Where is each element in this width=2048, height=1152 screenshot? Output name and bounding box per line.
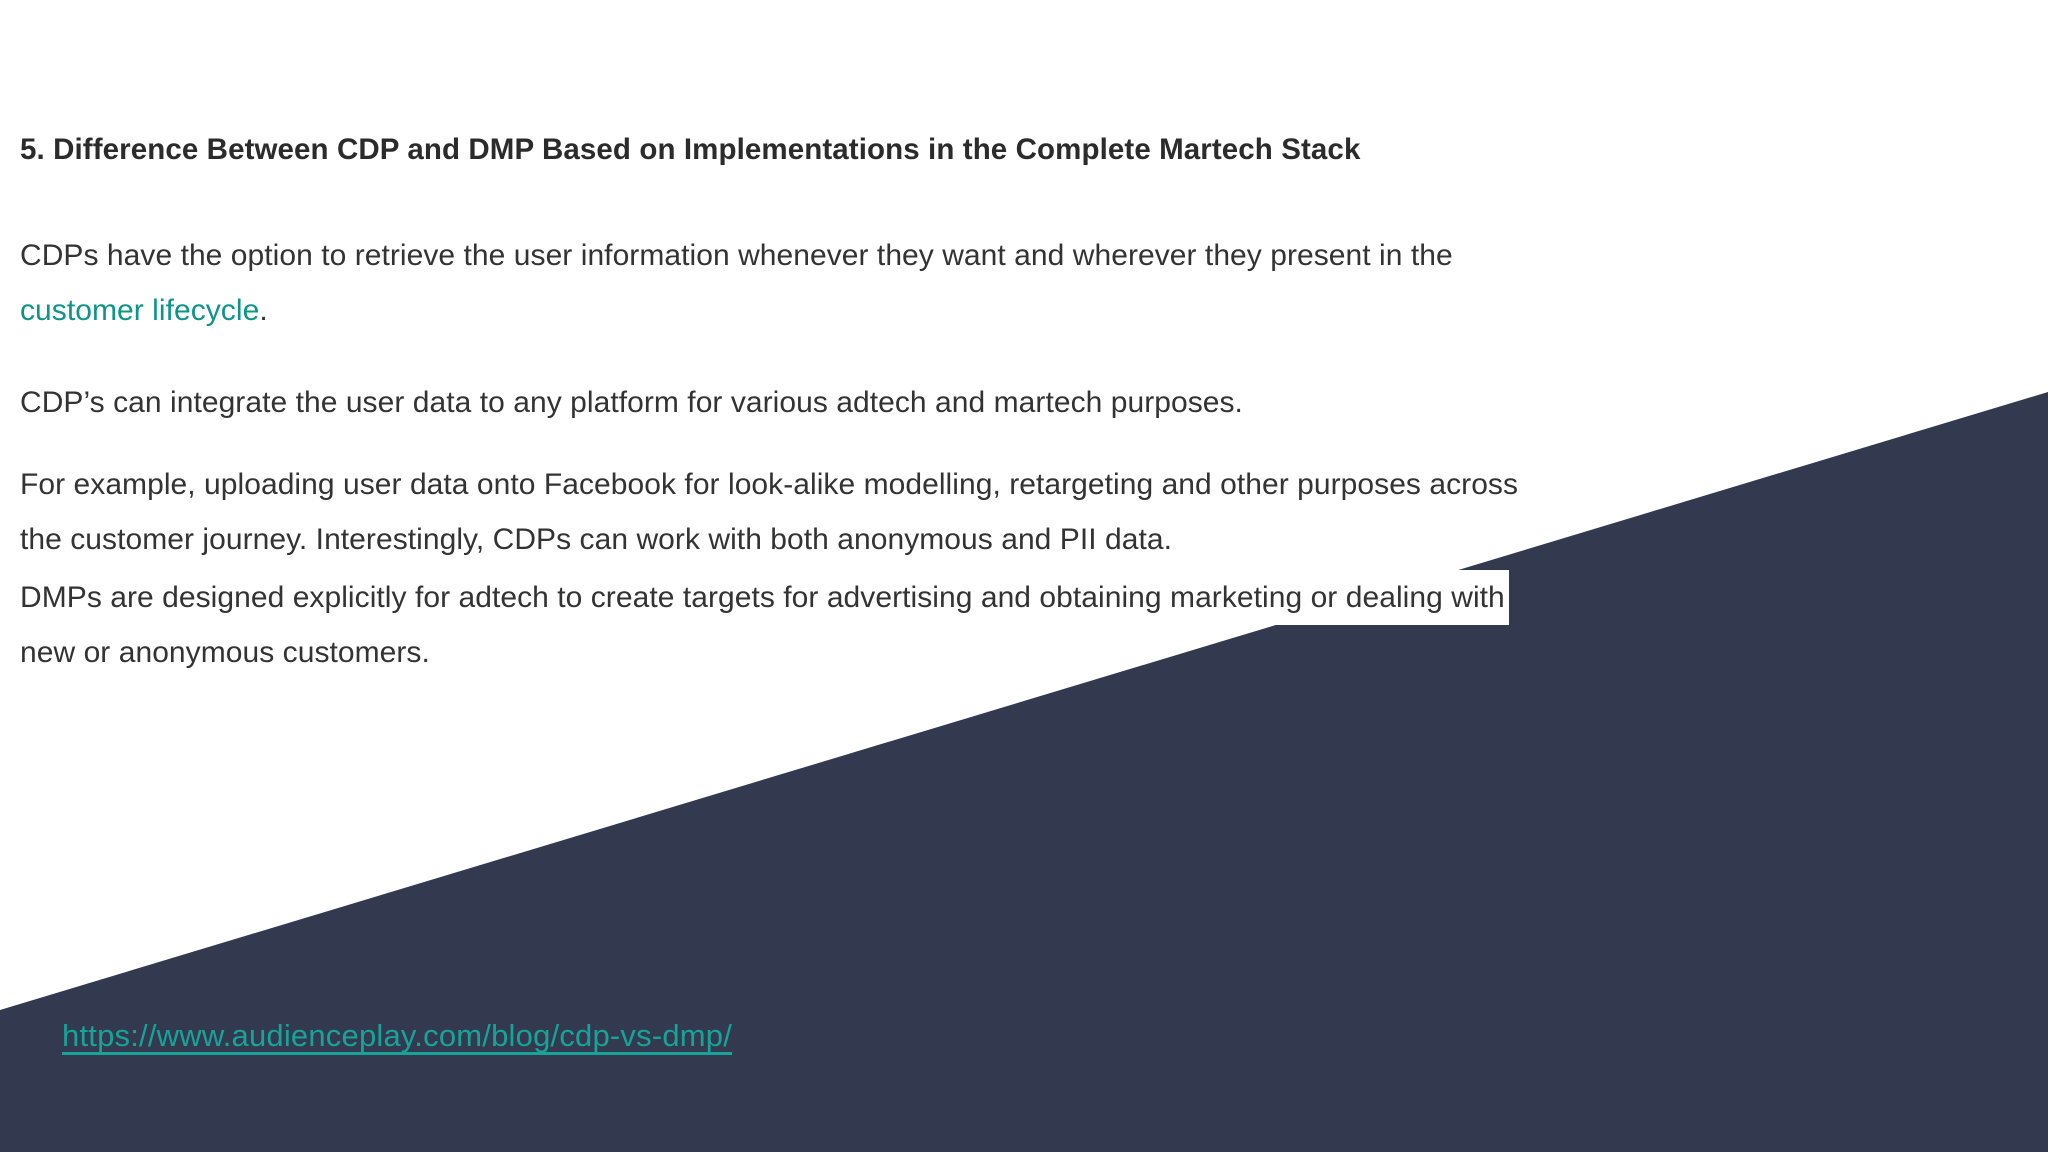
paragraph-line: customer lifecycle. bbox=[20, 283, 272, 338]
source-url-link[interactable]: https://www.audienceplay.com/blog/cdp-vs… bbox=[62, 1018, 733, 1053]
paragraph-example-facebook: For example, uploading user data onto Fa… bbox=[20, 457, 1523, 567]
paragraph-line: CDPs have the option to retrieve the use… bbox=[20, 228, 1457, 283]
paragraph-text: CDPs have the option to retrieve the use… bbox=[20, 239, 1453, 272]
paragraph-line: new or anonymous customers. bbox=[20, 625, 434, 680]
paragraph-cdp-integrate: CDP’s can integrate the user data to any… bbox=[20, 375, 1247, 430]
paragraph-text-tail: . bbox=[259, 294, 268, 327]
paragraph-dmp-adtech: DMPs are designed explicitly for adtech … bbox=[20, 570, 1509, 680]
paragraph-cdp-retrieve: CDPs have the option to retrieve the use… bbox=[20, 228, 1457, 338]
paragraph-line: the customer journey. Interestingly, CDP… bbox=[20, 512, 1176, 567]
paragraph-line: CDP’s can integrate the user data to any… bbox=[20, 375, 1247, 430]
page-title: 5. Difference Between CDP and DMP Based … bbox=[20, 132, 1361, 166]
paragraph-line: For example, uploading user data onto Fa… bbox=[20, 457, 1523, 512]
customer-lifecycle-link[interactable]: customer lifecycle bbox=[20, 294, 260, 327]
paragraph-line: DMPs are designed explicitly for adtech … bbox=[20, 570, 1509, 625]
